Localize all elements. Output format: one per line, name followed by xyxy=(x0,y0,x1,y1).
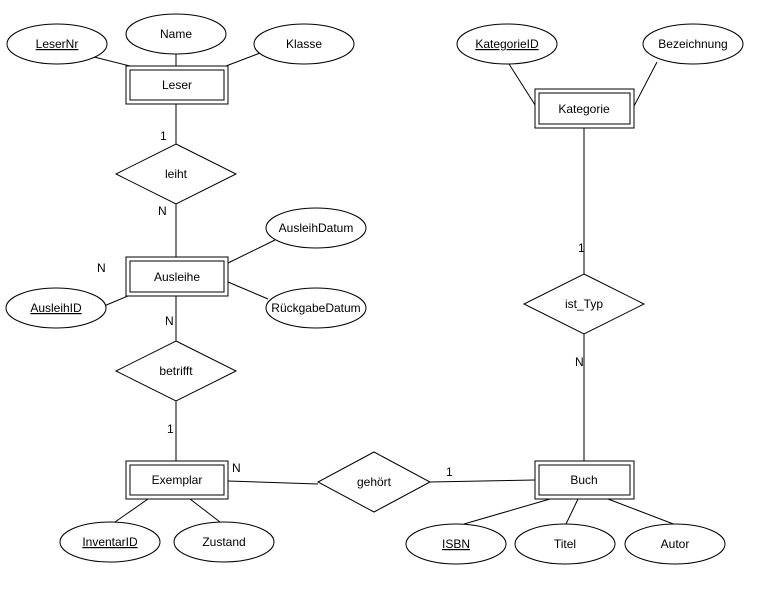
relationship-ist-typ[interactable]: ist_Typ xyxy=(522,273,646,335)
attribute-inventarid-label: InventarID xyxy=(82,535,138,549)
attribute-klasse[interactable]: Klasse xyxy=(253,23,355,65)
attribute-name-label: Name xyxy=(160,27,192,41)
entity-leser-label: Leser xyxy=(162,78,192,92)
attribute-lesernr[interactable]: LeserNr xyxy=(6,23,108,65)
entity-exemplar-label: Exemplar xyxy=(152,473,203,487)
attribute-zustand-label: Zustand xyxy=(202,535,245,549)
line-bezeichnung-kategorie xyxy=(632,61,658,109)
attribute-inventarid[interactable]: InventarID xyxy=(59,521,161,563)
line-klasse-leser xyxy=(225,52,261,67)
entity-leser[interactable]: Leser xyxy=(125,65,229,105)
entity-kategorie-label: Kategorie xyxy=(558,102,610,116)
relationship-gehoert[interactable]: gehört xyxy=(316,451,432,513)
line-exemplar-gehoert xyxy=(227,480,319,485)
attribute-isbn[interactable]: ISBN xyxy=(405,523,507,565)
relationship-leiht[interactable]: leiht xyxy=(114,143,238,205)
relationship-leiht-label: leiht xyxy=(165,167,188,181)
cardinality-ist-typ-buch: N xyxy=(575,355,584,369)
relationship-betrifft-label: betrifft xyxy=(159,364,193,378)
attribute-isbn-label: ISBN xyxy=(442,537,470,551)
attribute-klasse-label: Klasse xyxy=(286,37,322,51)
line-zustand-exemplar xyxy=(189,498,221,523)
attribute-bezeichnung[interactable]: Bezeichnung xyxy=(642,23,744,65)
cardinality-kategorie-ist-typ: 1 xyxy=(578,241,585,255)
entity-ausleihe-label: Ausleihe xyxy=(154,270,200,284)
entity-ausleihe[interactable]: Ausleihe xyxy=(125,256,229,297)
attribute-ausleihdatum-label: AusleihDatum xyxy=(279,221,354,235)
line-rueckgabedatum-ausleihe xyxy=(227,281,269,300)
cardinality-exemplar-gehoert: N xyxy=(232,461,241,475)
line-autor-buch xyxy=(607,498,677,526)
line-titel-buch xyxy=(565,498,579,525)
attribute-zustand[interactable]: Zustand xyxy=(173,521,275,563)
cardinality-leser-leiht: 1 xyxy=(160,129,167,143)
cardinality-ausleihe-left: N xyxy=(97,261,106,275)
line-ausleihid-ausleihe xyxy=(103,295,129,307)
entity-exemplar[interactable]: Exemplar xyxy=(125,460,229,500)
relationship-gehoert-label: gehört xyxy=(357,475,392,489)
attribute-rueckgabedatum-label: RückgabeDatum xyxy=(271,301,360,315)
line-inventarid-exemplar xyxy=(114,498,149,523)
entity-kategorie[interactable]: Kategorie xyxy=(534,88,635,129)
relationship-betrifft[interactable]: betrifft xyxy=(114,340,238,402)
attribute-titel[interactable]: Titel xyxy=(514,523,616,565)
line-ausleihdatum-ausleihe xyxy=(227,239,276,264)
line-gehoert-buch xyxy=(429,479,536,483)
attribute-titel-label: Titel xyxy=(554,537,576,551)
attribute-ausleihid-label: AusleihID xyxy=(30,301,82,315)
entity-buch-label: Buch xyxy=(570,473,597,487)
line-isbn-buch xyxy=(463,498,551,525)
attribute-ausleihdatum[interactable]: AusleihDatum xyxy=(265,207,367,249)
attribute-autor-label: Autor xyxy=(661,537,690,551)
line-kategorieid-kategorie xyxy=(508,63,538,109)
attribute-name[interactable]: Name xyxy=(125,13,227,55)
attribute-kategorieid-label: KategorieID xyxy=(475,37,539,51)
cardinality-ausleihe-betrifft: N xyxy=(165,314,174,328)
attribute-ausleihid[interactable]: AusleihID xyxy=(5,287,107,329)
attribute-lesernr-label: LeserNr xyxy=(36,37,79,51)
cardinality-gehoert-buch: 1 xyxy=(446,465,453,479)
attribute-rueckgabedatum[interactable]: RückgabeDatum xyxy=(265,287,367,329)
cardinality-betrifft-exemplar: 1 xyxy=(167,422,174,436)
attribute-kategorieid[interactable]: KategorieID xyxy=(456,23,558,65)
entity-buch[interactable]: Buch xyxy=(534,460,635,500)
attribute-bezeichnung-label: Bezeichnung xyxy=(658,37,727,51)
connectors xyxy=(89,52,677,526)
line-lesernr-leser xyxy=(89,55,131,67)
relationship-ist-typ-label: ist_Typ xyxy=(565,297,603,311)
attribute-autor[interactable]: Autor xyxy=(624,523,726,565)
cardinality-leiht-ausleihe: N xyxy=(158,204,167,218)
